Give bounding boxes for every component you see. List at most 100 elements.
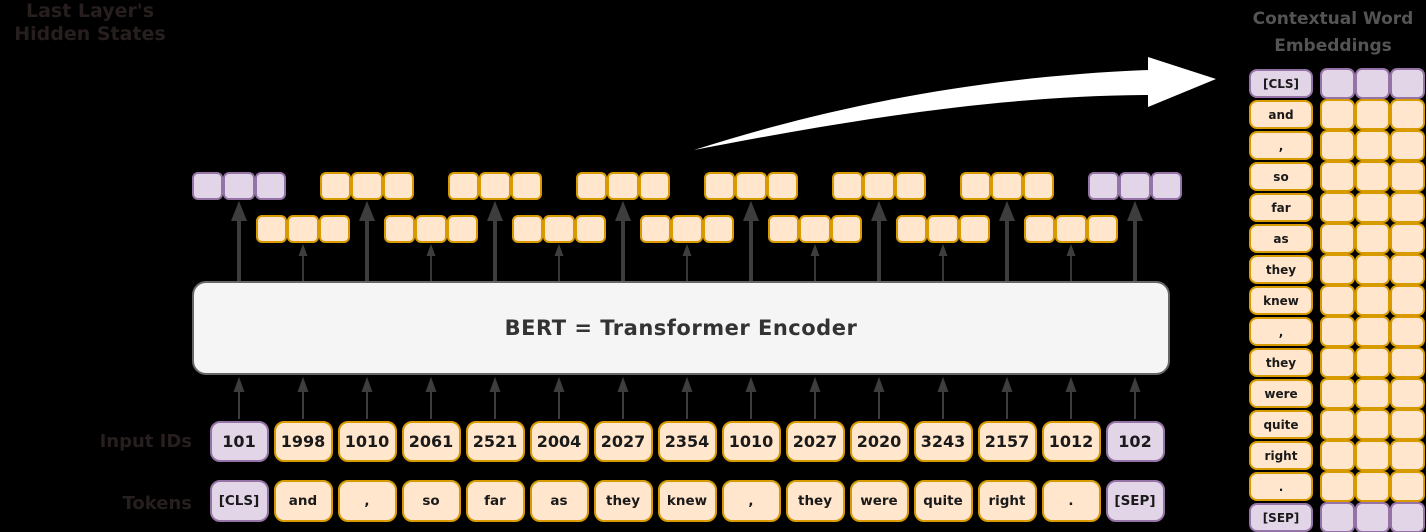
- hidden-state-cell: [640, 215, 672, 243]
- hidden-state-cell: [830, 215, 862, 243]
- embedding-cell: [1355, 254, 1390, 285]
- embedding-cell: [1355, 285, 1390, 316]
- hidden-state-cell: [320, 172, 352, 200]
- hidden-state-cell: [991, 172, 1023, 200]
- input-ids-label: Input IDs: [99, 431, 192, 452]
- token-box: were: [849, 480, 909, 522]
- hidden-state-cell: [510, 172, 542, 200]
- arrow-head: [487, 201, 503, 221]
- arrow-head: [554, 244, 564, 256]
- token-box: knew: [657, 480, 717, 522]
- token-box: [CLS]: [209, 480, 269, 522]
- hidden-state-cell: [415, 215, 447, 243]
- embedding-token-box: they: [1249, 255, 1313, 284]
- arrow-head: [682, 244, 692, 256]
- embedding-cell: [1390, 285, 1425, 316]
- input-id-box: 2020: [849, 421, 909, 462]
- token-box: they: [785, 480, 845, 522]
- embedding-token-box: [SEP]: [1249, 503, 1313, 532]
- hidden-state-cell: [768, 215, 800, 243]
- hidden-state-cell: [479, 172, 511, 200]
- embedding-cell: [1355, 192, 1390, 223]
- input-id-box: 101: [209, 421, 269, 462]
- embedding-cell: [1355, 130, 1390, 161]
- token-box: quite: [913, 480, 973, 522]
- embedding-cell: [1355, 347, 1390, 378]
- arrow-head: [297, 377, 309, 392]
- input-id-box: 2157: [977, 421, 1037, 462]
- input-id-box: 2027: [785, 421, 845, 462]
- embedding-cell: [1320, 68, 1355, 99]
- arrow-head: [1127, 201, 1143, 221]
- arrow-head: [810, 244, 820, 256]
- hidden-state-cell: [1086, 215, 1118, 243]
- embedding-token-box: and: [1249, 100, 1313, 129]
- embedding-cell: [1320, 440, 1355, 471]
- embedding-token-box: so: [1249, 162, 1313, 191]
- token-box: right: [977, 480, 1037, 522]
- hidden-state-cell: [896, 215, 928, 243]
- hidden-state-cell: [576, 172, 608, 200]
- embedding-token-box: they: [1249, 348, 1313, 377]
- hidden-state-cell: [543, 215, 575, 243]
- arrow-head: [809, 377, 821, 392]
- token-box: ,: [337, 480, 397, 522]
- hidden-state-cell: [223, 172, 255, 200]
- arrow-head: [617, 377, 629, 392]
- token-box: and: [273, 480, 333, 522]
- arrow-head: [359, 201, 375, 221]
- embedding-token-box: right: [1249, 441, 1313, 470]
- embedding-token-box: far: [1249, 193, 1313, 222]
- hidden-state-cell: [382, 172, 414, 200]
- hidden-state-cell: [448, 172, 480, 200]
- embedding-cell: [1320, 130, 1355, 161]
- input-id-box: 2027: [593, 421, 653, 462]
- embedding-cell: [1390, 68, 1425, 99]
- arrow-head: [873, 377, 885, 392]
- embedding-cell: [1355, 99, 1390, 130]
- embedding-cell: [1390, 223, 1425, 254]
- arrow-head: [745, 377, 757, 392]
- hidden-states-label-line2: Hidden States: [14, 23, 166, 45]
- embedding-cell: [1320, 99, 1355, 130]
- input-id-box: 102: [1105, 421, 1165, 462]
- embedding-cell: [1355, 68, 1390, 99]
- hidden-state-cell: [512, 215, 544, 243]
- input-id-box: 1010: [337, 421, 397, 462]
- hidden-state-cell: [254, 172, 286, 200]
- input-id-box: 2061: [401, 421, 461, 462]
- hidden-state-cell: [1088, 172, 1120, 200]
- arrow-head: [615, 201, 631, 221]
- embedding-cell: [1320, 192, 1355, 223]
- arrow-head: [426, 244, 436, 256]
- tokens-label: Tokens: [122, 493, 192, 514]
- hidden-state-cell: [351, 172, 383, 200]
- hidden-state-cell: [384, 215, 416, 243]
- hidden-state-cell: [704, 172, 736, 200]
- embedding-cell: [1390, 347, 1425, 378]
- arrow-head: [233, 377, 245, 392]
- arrow-head: [937, 377, 949, 392]
- hidden-state-cell: [256, 215, 288, 243]
- embedding-cell: [1390, 471, 1425, 502]
- embeddings-title-line2: Embeddings: [1274, 36, 1392, 56]
- embedding-cell: [1390, 440, 1425, 471]
- embedding-token-box: ,: [1249, 317, 1313, 346]
- embedding-cell: [1390, 254, 1425, 285]
- arrow-head: [1129, 377, 1141, 392]
- embedding-cell: [1320, 471, 1355, 502]
- bert-encoder-box: BERT = Transformer Encoder: [192, 281, 1170, 375]
- hidden-state-cell: [1150, 172, 1182, 200]
- token-box: ,: [721, 480, 781, 522]
- embedding-cell: [1390, 130, 1425, 161]
- arrow-head: [361, 377, 373, 392]
- hidden-state-cell: [1055, 215, 1087, 243]
- hidden-state-cell: [446, 215, 478, 243]
- arrow-head: [681, 377, 693, 392]
- hidden-state-cell: [960, 172, 992, 200]
- embedding-cell: [1390, 409, 1425, 440]
- arrow-head: [1001, 377, 1013, 392]
- arrow-head: [1066, 244, 1076, 256]
- hidden-state-cell: [766, 172, 798, 200]
- hidden-state-cell: [1024, 215, 1056, 243]
